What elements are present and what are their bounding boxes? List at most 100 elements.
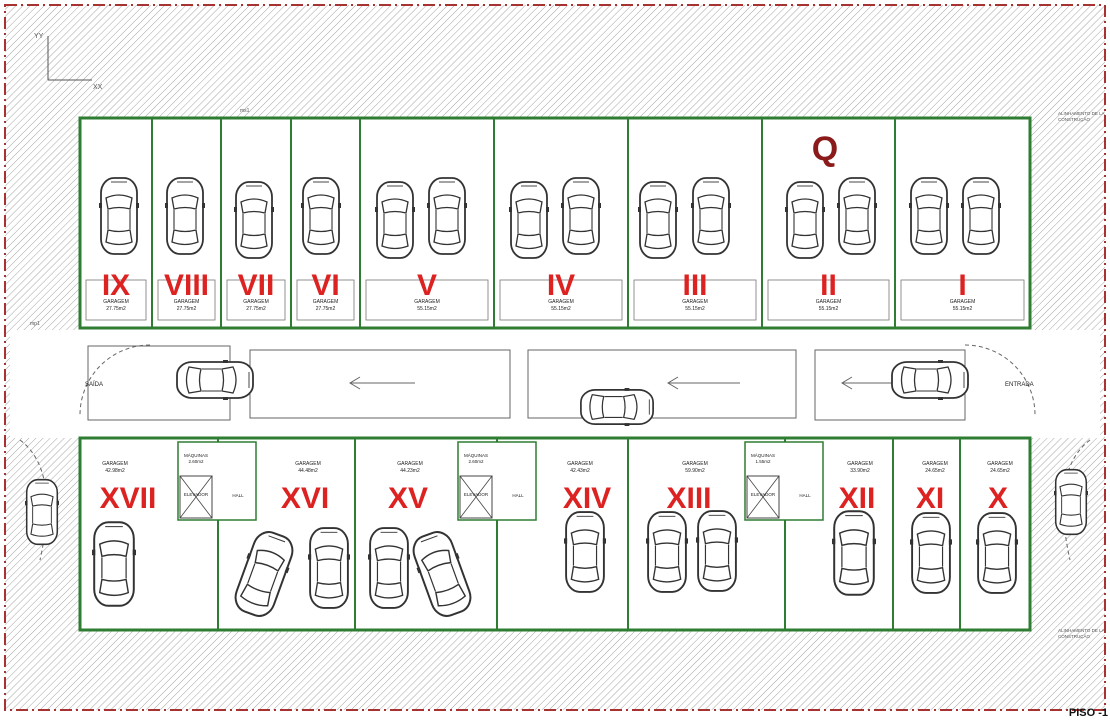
garage-area: 59.90m2 [685,468,705,474]
alignment-note-top-2: CONSTRUÇÃO [1058,116,1091,122]
car-icon [92,521,136,607]
bottom-garage-labels: XVIIGARAGEM42.98m2XVIGARAGEM44.48m2XVGAR… [100,461,1013,515]
machines-label: MÁQUINAS [184,452,208,458]
garage-area: 24.65m2 [990,468,1010,474]
garage-area: 42.98m2 [105,468,125,474]
garage-area: 42.43m2 [570,468,590,474]
garage-area: 55.15m2 [417,306,437,312]
elevator-label: ELEVADOR [184,492,209,497]
garage-number: VI [311,269,339,302]
garage-number: IX [102,269,130,302]
machines-area: 2.60m2 [468,459,484,464]
hall-label: HALL [512,493,524,498]
garage-label: GARAGEM [816,299,842,305]
garage-number: II [820,269,837,302]
garage-area: 55.15m2 [953,306,973,312]
garage-number: X [988,482,1008,515]
garage-label: GARAGEM [548,299,574,305]
car-icon [308,527,350,609]
garage-area: 27.75m2 [106,306,126,312]
car-icon [836,177,878,255]
garage-number: VII [238,269,275,302]
car-icon [891,360,969,400]
garage-number: XIII [666,482,711,515]
car-icon [1054,468,1088,536]
machines-label: MÁQUINAS [464,452,488,458]
garage-number: VIII [164,269,209,302]
car-icon [426,177,468,255]
car-icon [908,177,950,255]
car-icon [176,360,254,400]
garage-number: XV [388,482,428,515]
entrance-label: ENTRADA [1005,382,1034,388]
walls [78,116,1032,632]
car-icon [785,181,825,259]
car-icon [234,181,274,259]
garage-label: GARAGEM [102,461,128,467]
garage-label: GARAGEM [243,299,269,305]
car-icon [164,177,206,255]
car-icon [976,512,1018,594]
garage-label: GARAGEM [682,461,708,467]
car-icon [564,511,606,593]
car-icon [368,527,410,609]
garage-label: GARAGEM [174,299,200,305]
garage-area: 55.15m2 [685,306,705,312]
level-tag: ms1 [240,108,250,114]
garage-number: XVI [281,482,329,515]
garage-label: GARAGEM [682,299,708,305]
site-boundary [4,4,1106,711]
car-icon [910,512,952,594]
axis-marker: YY XX [34,33,103,91]
garage-number: XVII [100,482,157,515]
car-icon [375,181,415,259]
machines-area: 1.55m2 [755,459,771,464]
car-icon [638,181,678,259]
garage-number: XI [916,482,944,515]
elevator-label: ELEVADOR [751,492,776,497]
garage-number: V [417,269,437,302]
car-icon [300,177,342,255]
car-icon [832,510,876,596]
alignment-note-top-1: ALINHAMENTO DE LA [1058,111,1105,116]
garage-label: GARAGEM [950,299,976,305]
garage-area: 55.15m2 [819,306,839,312]
level-tag-mp: mp1 [30,321,40,327]
car-icon [690,177,732,255]
hall-label: HALL [799,493,811,498]
garage-label: GARAGEM [567,461,593,467]
top-garage-labels: IXGARAGEM27.75m2VIIIGARAGEM27.75m2VIIGAR… [85,269,1025,321]
garage-area: 33.90m2 [850,468,870,474]
garage-number: III [682,269,707,302]
garage-label: GARAGEM [847,461,873,467]
garage-area: 44.48m2 [298,468,318,474]
garage-area: 44.23m2 [400,468,420,474]
garage-number: IV [547,269,575,302]
car-icon [579,388,655,426]
floor-label: PISO -1 [1069,707,1108,719]
garage-label: GARAGEM [922,461,948,467]
car-icon [509,181,549,259]
car-icon [98,177,140,255]
machines-label: MÁQUINAS [751,452,775,458]
elevator-label: ELEVADOR [464,492,489,497]
garage-label: GARAGEM [313,299,339,305]
axis-y-label: YY [34,33,44,40]
